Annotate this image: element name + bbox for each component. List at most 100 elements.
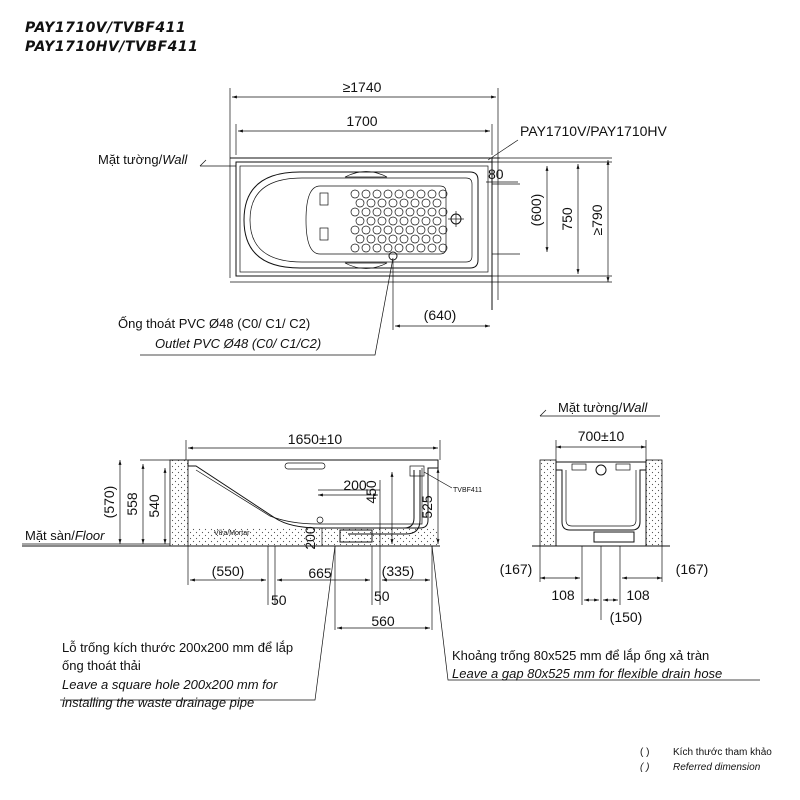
- anti-slip-dot: [366, 216, 376, 226]
- end-dim-167-left: (167): [500, 561, 533, 577]
- anti-slip-dot: [350, 207, 360, 217]
- note-hole-vi-1: Lỗ trống kích thước 200x200 mm để lắp: [62, 640, 293, 655]
- notes: Lỗ trống kích thước 200x200 mm để lắp ốn…: [62, 640, 722, 710]
- anti-slip-dot: [394, 207, 404, 217]
- anti-slip-dot: [361, 225, 371, 235]
- anti-slip-dot: [410, 198, 420, 208]
- anti-slip-dot: [405, 207, 415, 217]
- dim-50-left: 50: [271, 592, 287, 608]
- legend-vi: Kích thước tham khảo: [673, 747, 772, 758]
- model-code-line-1: PAY1710V/TVBF411: [25, 20, 187, 36]
- dim-600: (600): [528, 194, 544, 227]
- tub-shell-side: [187, 459, 439, 529]
- plan-model-label: PAY1710V/PAY1710HV: [520, 123, 667, 139]
- legend-paren-2: ( ): [640, 762, 649, 773]
- outlet-label-vi: Ống thoát PVC Ø48 (C0/ C1/ C2): [118, 316, 310, 331]
- anti-slip-dot: [350, 243, 360, 253]
- anti-slip-dot: [372, 207, 382, 217]
- dim-750: 750: [559, 207, 575, 231]
- dim-525: 525: [419, 495, 435, 519]
- dim-335: (335): [382, 563, 415, 579]
- anti-slip-dot: [416, 243, 426, 253]
- overflow-icon: [595, 464, 607, 476]
- end-dim-167-right: (167): [676, 561, 709, 577]
- dim-200-vertical: 200: [302, 526, 318, 550]
- anti-slip-dot: [416, 189, 426, 199]
- plan-view: ≥1740 1700 PAY1710V/PAY1710HV Mặt tường/…: [98, 79, 667, 356]
- note-hole-en-2: installing the waste drainage pipe: [62, 695, 254, 710]
- anti-slip-dot: [372, 225, 382, 235]
- anti-slip-dot: [416, 225, 426, 235]
- anti-slip-dot: [427, 189, 437, 199]
- anti-slip-dot: [377, 216, 387, 226]
- anti-slip-dot: [350, 225, 360, 235]
- anti-slip-dot: [394, 189, 404, 199]
- end-wall-left: [539, 459, 557, 547]
- anti-slip-dot: [421, 216, 431, 226]
- anti-slip-dot: [361, 207, 371, 217]
- tub-basin-plan: [243, 171, 479, 269]
- plan-wall-label: Mặt tường/Wall: [98, 152, 188, 167]
- model-code-line-2: PAY1710HV/TVBF411: [25, 39, 199, 55]
- anti-slip-dot: [366, 234, 376, 244]
- end-trap: [593, 531, 635, 543]
- anti-slip-dot: [361, 243, 371, 253]
- wall-block-left: [169, 459, 189, 547]
- anti-slip-dot: [377, 198, 387, 208]
- overflow-pipe: [348, 470, 421, 535]
- end-dim-108-left: 108: [551, 587, 575, 603]
- anti-slip-dot: [416, 207, 426, 217]
- anti-slip-dot: [361, 189, 371, 199]
- note-hole-en-1: Leave a square hole 200x200 mm for: [62, 677, 278, 692]
- note-gap-en: Leave a gap 80x525 mm for flexible drain…: [452, 666, 722, 681]
- anti-slip-dot: [372, 189, 382, 199]
- dim-570: (570): [101, 486, 117, 519]
- anti-slip-dot: [410, 234, 420, 244]
- anti-slip-dot: [432, 234, 442, 244]
- end-wall-right: [645, 459, 663, 547]
- anti-slip-dot: [372, 243, 382, 253]
- anti-slip-dot: [355, 234, 365, 244]
- dim-side-length: 1650±10: [288, 431, 343, 447]
- dim-550: (550): [212, 563, 245, 579]
- floor-label: Mặt sàn/Floor: [25, 528, 105, 543]
- trap-label: TVBF411: [453, 487, 482, 494]
- anti-slip-dot: [399, 198, 409, 208]
- anti-slip-dot: [405, 225, 415, 235]
- note-hole-vi-2: ống thoát thải: [62, 658, 141, 673]
- anti-slip-dot: [383, 243, 393, 253]
- dim-overall-length: ≥1740: [343, 79, 382, 95]
- end-dim-width: 700±10: [578, 428, 625, 444]
- anti-slip-dot: [427, 207, 437, 217]
- end-dim-108-right: 108: [626, 587, 650, 603]
- anti-slip-dot: [388, 198, 398, 208]
- dim-560: 560: [371, 613, 395, 629]
- anti-slip-dot: [399, 234, 409, 244]
- dim-540: 540: [146, 494, 162, 518]
- anti-slip-dot: [383, 189, 393, 199]
- dim-558: 558: [124, 492, 140, 516]
- dim-80: 80: [488, 166, 504, 182]
- end-view: Mặt tường/Wall 700±10 (167) (167) 108 10…: [500, 400, 709, 625]
- mortar-label: Vữa/Mortar: [214, 530, 250, 537]
- anti-slip-dot: [383, 225, 393, 235]
- anti-slip-dot: [438, 189, 448, 199]
- legend-paren-1: ( ): [640, 747, 649, 758]
- dim-450: 450: [363, 480, 379, 504]
- anti-slip-dot: [438, 243, 448, 253]
- dim-50-right: 50: [374, 588, 390, 604]
- anti-slip-dot: [438, 225, 448, 235]
- anti-slip-dot: [421, 198, 431, 208]
- anti-slip-dot: [421, 234, 431, 244]
- dim-outlet-offset: (640): [424, 307, 457, 323]
- dim-790: ≥790: [589, 204, 605, 235]
- end-wall-label: Mặt tường/Wall: [558, 400, 648, 415]
- anti-slip-dot: [438, 207, 448, 217]
- anti-slip-dot: [410, 216, 420, 226]
- anti-slip-dot: [405, 189, 415, 199]
- anti-slip-dot: [427, 243, 437, 253]
- anti-slip-dot: [388, 234, 398, 244]
- legend: ( ) Kích thước tham khảo ( ) Referred di…: [640, 747, 772, 773]
- anti-slip-dots: [350, 189, 448, 253]
